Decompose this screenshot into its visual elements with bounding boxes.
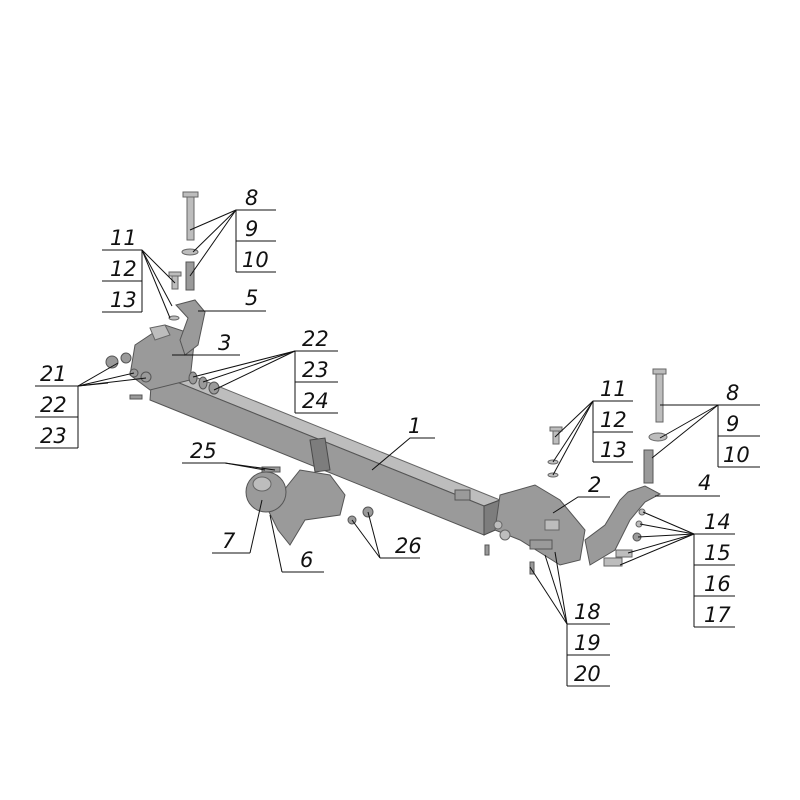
label-left-12: 12: [110, 257, 137, 281]
label-20: 20: [574, 662, 601, 686]
label-right-12: 12: [600, 408, 627, 432]
part-2-right-bracket: [454, 484, 586, 566]
label-left-10: 10: [242, 248, 269, 272]
label-right-9: 9: [726, 412, 739, 436]
label-15: 15: [704, 541, 731, 565]
label-mid-22: 22: [302, 327, 329, 351]
label-7: 7: [222, 529, 236, 553]
label-26: 26: [395, 534, 422, 558]
part-7-tow-ball: [245, 471, 287, 513]
part-5-bracket: [175, 299, 206, 356]
callout-labels: 1 2 3 4 5 6 7 25 26 8 9 10 11 12 13 22 2…: [40, 186, 750, 686]
right-bolt-set-8-10: [643, 368, 668, 484]
label-1: 1: [408, 414, 421, 438]
label-left-23: 23: [40, 424, 67, 448]
label-left-8: 8: [245, 186, 258, 210]
part-6-ball-mount: [267, 437, 346, 546]
label-right-11: 11: [600, 377, 627, 401]
label-left-21: 21: [40, 362, 67, 386]
label-right-10: 10: [723, 443, 750, 467]
label-14: 14: [704, 510, 731, 534]
label-mid-23: 23: [302, 358, 329, 382]
label-25: 25: [190, 439, 217, 463]
label-16: 16: [704, 572, 731, 596]
leader-lines: [35, 209, 760, 687]
label-left-11: 11: [110, 226, 137, 250]
label-3: 3: [218, 331, 231, 355]
label-6: 6: [300, 548, 313, 572]
part-4-bracket: [584, 485, 662, 566]
label-left-22: 22: [40, 393, 67, 417]
right-fasteners-18-20: [484, 544, 535, 575]
label-right-8: 8: [726, 381, 739, 405]
label-19: 19: [574, 631, 601, 655]
label-5: 5: [245, 286, 258, 310]
label-left-13: 13: [110, 288, 137, 312]
label-left-9: 9: [245, 217, 258, 241]
label-right-13: 13: [600, 438, 627, 462]
right-fasteners-14-17: [603, 508, 646, 567]
label-2: 2: [588, 473, 601, 497]
left-bolt-set-11-13: [168, 271, 182, 321]
label-mid-24: 24: [302, 389, 329, 413]
label-17: 17: [704, 603, 731, 627]
label-18: 18: [574, 600, 601, 624]
label-4: 4: [698, 471, 711, 495]
